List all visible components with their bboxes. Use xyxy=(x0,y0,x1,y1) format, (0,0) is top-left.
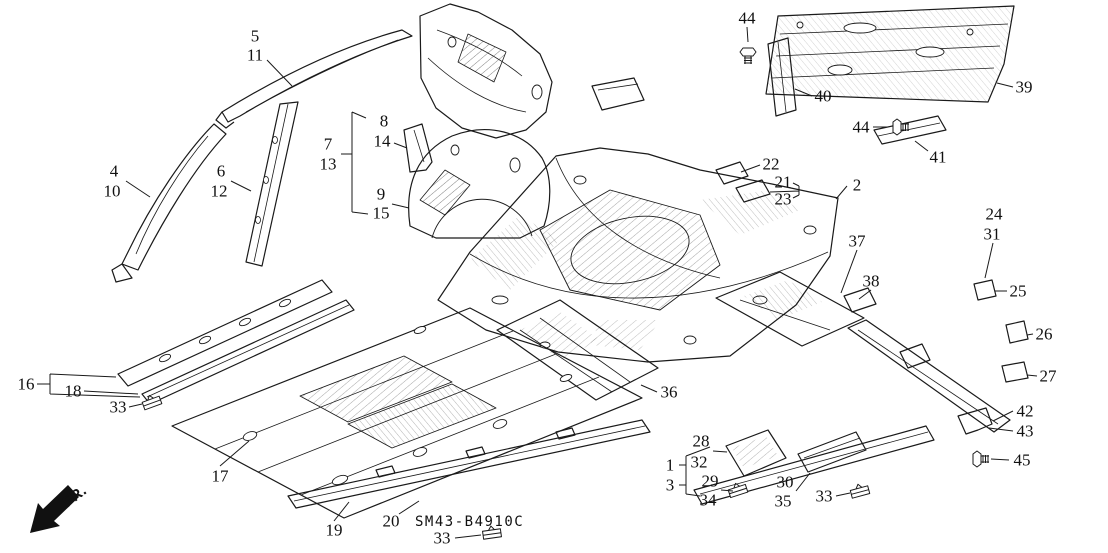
right-frame-rails-drawing xyxy=(847,279,1029,468)
rear-shelf-drawing xyxy=(739,5,1015,145)
rear-floor-panel-drawing xyxy=(437,147,877,401)
lower-right-rail-group-drawing xyxy=(693,425,935,505)
fr-arrow-icon xyxy=(30,485,79,533)
quarter-wheelhouse-drawing xyxy=(403,3,645,239)
front-floor-pan-drawing xyxy=(117,279,651,540)
leader-lines xyxy=(37,26,1038,539)
diagram-code: SM43-B4910C xyxy=(415,514,525,530)
pillar-panels-drawing xyxy=(111,29,413,283)
